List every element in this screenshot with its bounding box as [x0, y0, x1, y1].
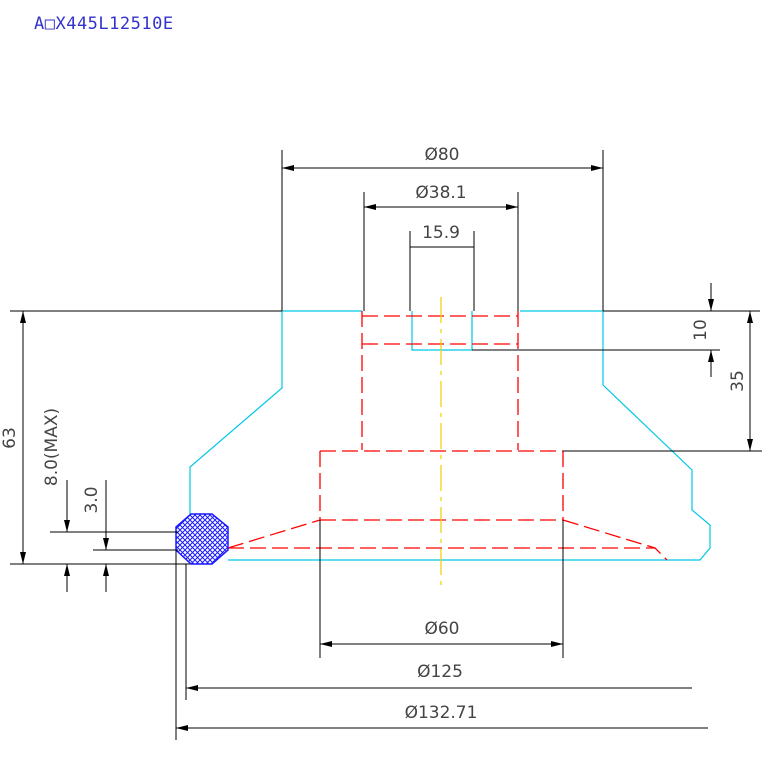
- page-title: A□X445L12510E: [34, 14, 174, 34]
- dim-15: 15.9: [410, 223, 474, 248]
- dim-63: 63: [0, 311, 27, 564]
- dim-35: 35: [728, 311, 753, 451]
- o-ring: [175, 513, 229, 565]
- dim-38-label: Ø38.1: [415, 183, 466, 203]
- hidden-lines: [227, 311, 668, 561]
- dim-3-label: 3.0: [82, 486, 102, 513]
- dim-3: 3.0: [82, 480, 109, 592]
- dim-132: Ø132.71: [176, 703, 708, 731]
- dim-80-label: Ø80: [424, 145, 459, 165]
- dim-125: Ø125: [186, 662, 692, 691]
- dim-8max: 8.0(MAX): [42, 408, 70, 592]
- dim-10: 10: [691, 283, 714, 377]
- extension-lines: [10, 150, 762, 740]
- dim-8max-label: 8.0(MAX): [42, 408, 62, 486]
- dim-132-label: Ø132.71: [405, 703, 478, 723]
- dim-15-label: 15.9: [422, 223, 460, 243]
- part-outline: [189, 310, 711, 561]
- dim-38: Ø38.1: [364, 183, 518, 210]
- dim-60: Ø60: [320, 619, 563, 647]
- dim-125-label: Ø125: [417, 662, 463, 682]
- dim-60-label: Ø60: [424, 619, 459, 639]
- dim-63-label: 63: [0, 427, 20, 449]
- dim-10-label: 10: [691, 319, 711, 341]
- dim-35-label: 35: [728, 370, 748, 392]
- dim-80: Ø80: [282, 145, 603, 171]
